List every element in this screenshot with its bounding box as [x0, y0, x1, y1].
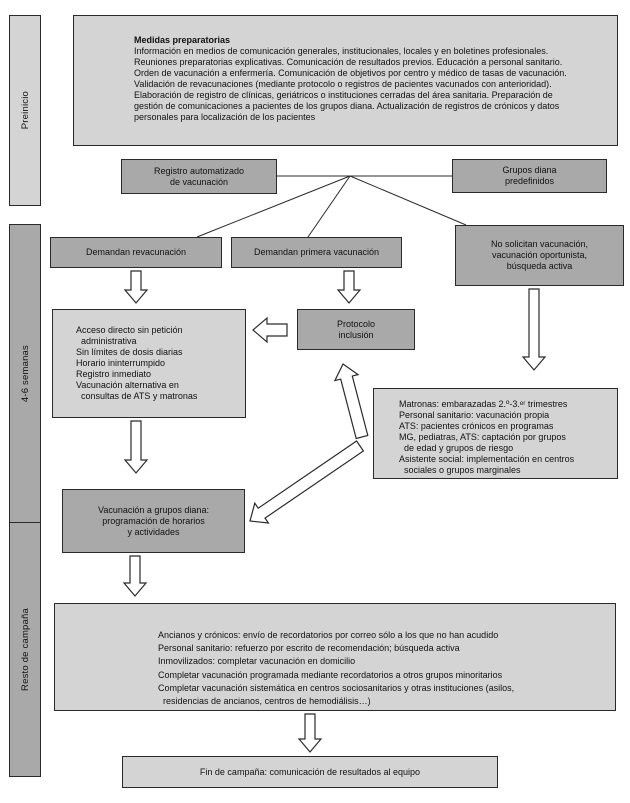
phase-4-6-semanas: 4-6 semanas — [9, 224, 41, 523]
vacunacion-grupos-label: Vacunación a grupos diana: programación … — [98, 504, 209, 537]
resto-campana-text: Ancianos y crónicos: envío de recordator… — [158, 630, 515, 707]
phase-preinicio: Preinicio — [9, 15, 41, 206]
block-arrow-down-primera — [336, 270, 362, 304]
box-medidas-preparatorias: Medidas preparatorias Información en med… — [73, 15, 618, 146]
acceso-directo-text: Acceso directo sin petición administrati… — [76, 325, 198, 401]
phase-4-6-semanas-label: 4-6 semanas — [19, 344, 31, 403]
fin-campana-label: Fin de campaña: comunicación de resultad… — [199, 766, 421, 777]
block-arrow-down-revacunacion — [123, 270, 149, 304]
block-arrow-up-matronas-protocolo — [333, 363, 369, 440]
box-vacunacion-grupos-diana: Vacunación a grupos diana: programación … — [62, 489, 245, 553]
registro-label: Registro automatizado de vacunación — [153, 165, 245, 187]
block-arrow-left-protocolo-acceso — [252, 316, 288, 344]
phase-resto-campana: Resto de campaña — [9, 522, 41, 777]
box-matronas-captacion: Matronas: embarazadas 2.º-3.ᵉʳ trimestre… — [373, 388, 618, 479]
box-demandan-revacunacion: Demandan revacunación — [50, 237, 222, 268]
block-arrow-down-vacunacion-resto — [122, 555, 148, 597]
connector-junction-no-solicitan — [349, 175, 467, 226]
protocolo-inclusion-label: Protocolo inclusión — [336, 318, 376, 340]
box-fin-campana: Fin de campaña: comunicación de resultad… — [122, 756, 498, 788]
box-no-solicitan: No solicitan vacunación, vacunación opor… — [455, 225, 624, 286]
box-demandan-primera: Demandan primera vacunación — [231, 237, 402, 268]
demandan-primera-label: Demandan primera vacunación — [253, 247, 380, 257]
block-arrow-down-resto-fin — [297, 713, 323, 753]
connector-junction-primera — [307, 175, 351, 238]
connector-junction-revacunacion — [196, 175, 351, 238]
box-registro-automatizado: Registro automatizado de vacunación — [121, 159, 277, 194]
phase-preinicio-label: Preinicio — [19, 91, 31, 130]
block-arrow-down-matronas-vacunacion — [249, 440, 365, 524]
medidas-text: Información en medios de comunicación ge… — [134, 46, 567, 122]
block-arrow-down-acceso-vacunacion — [123, 420, 149, 474]
box-protocolo-inclusion: Protocolo inclusión — [297, 309, 415, 350]
grupos-diana-label: Grupos diana predefinidos — [502, 165, 557, 186]
matronas-text: Matronas: embarazadas 2.º-3.ᵉʳ trimestre… — [399, 399, 575, 475]
no-solicitan-label: No solicitan vacunación, vacunación opor… — [490, 239, 589, 271]
demandan-revacunacion-label: Demandan revacunación — [85, 247, 187, 257]
box-resto-campana-acciones: Ancianos y crónicos: envío de recordator… — [54, 603, 616, 711]
medidas-title: Medidas preparatorias — [134, 35, 231, 45]
phase-resto-campana-label: Resto de campaña — [19, 608, 31, 691]
box-acceso-directo: Acceso directo sin petición administrati… — [52, 309, 246, 418]
block-arrow-down-no-solicitan — [521, 288, 547, 371]
box-grupos-diana: Grupos diana predefinidos — [452, 159, 607, 193]
